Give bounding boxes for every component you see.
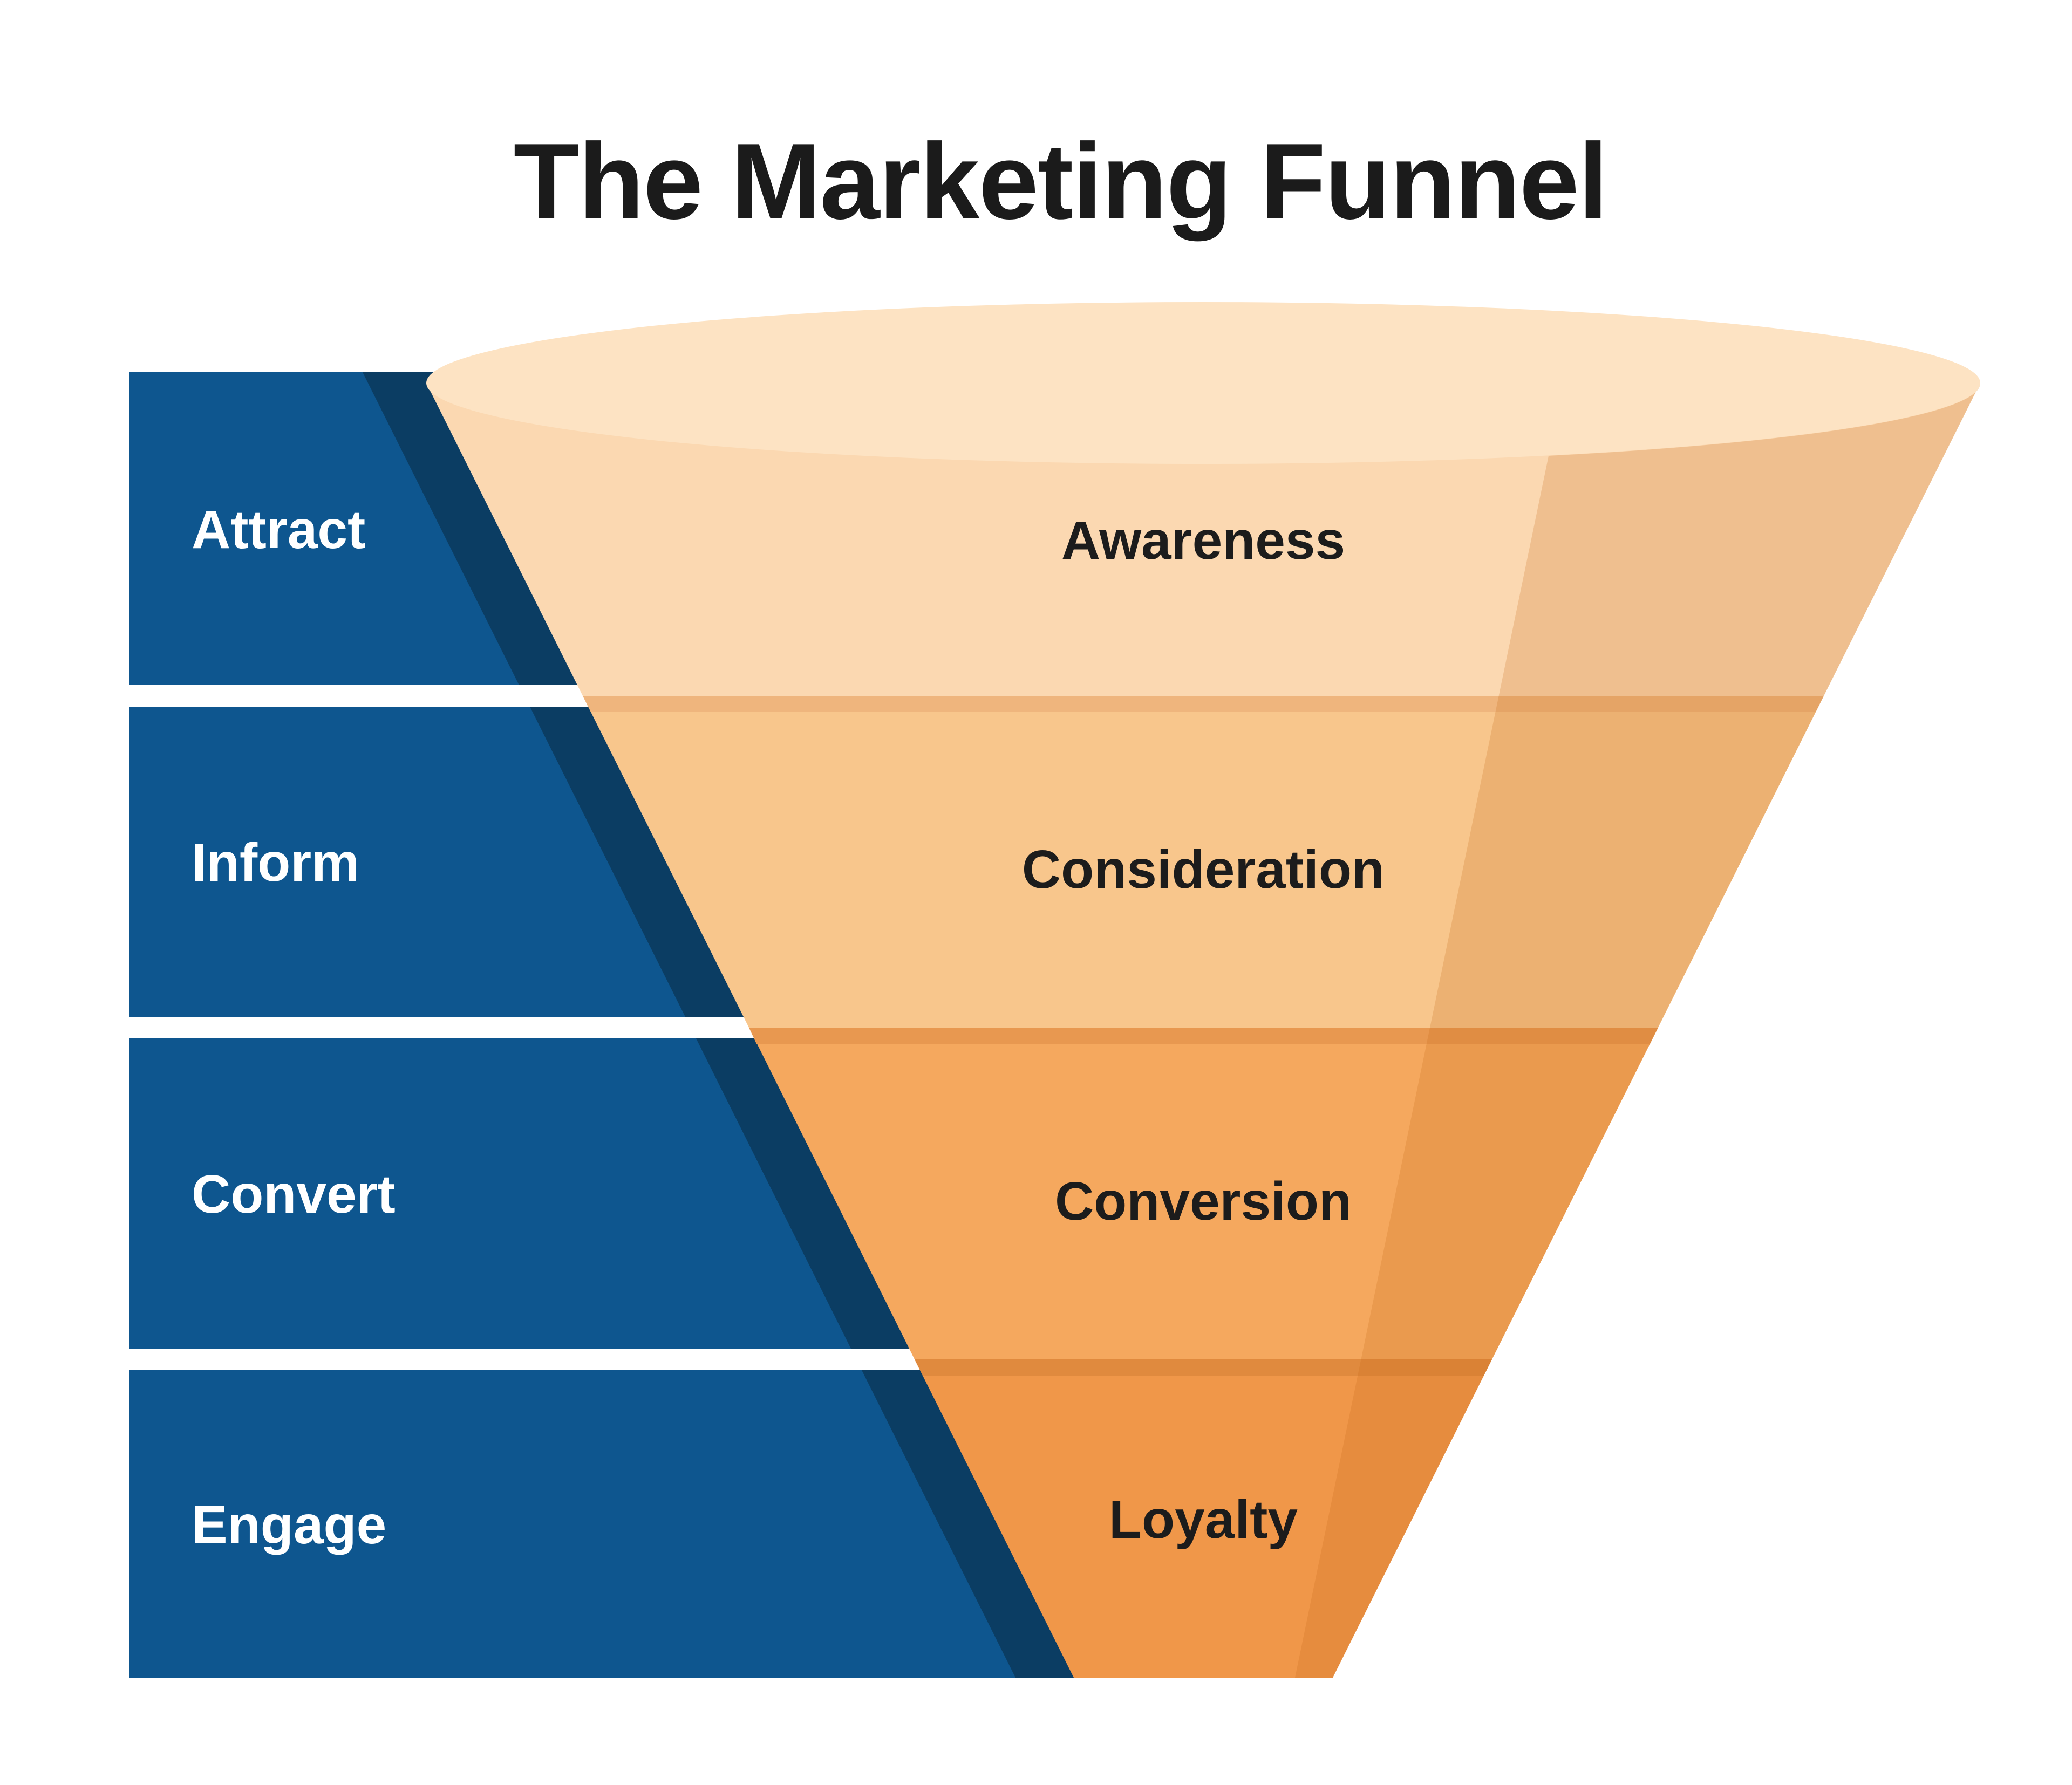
band-inform-shadow (530, 707, 757, 1017)
band-engage (130, 1370, 1087, 1678)
band-label-engage: Engage (192, 1495, 386, 1555)
funnel-side-shade (1295, 383, 1981, 1678)
band-attract (130, 372, 591, 685)
stage-labels: Awareness Consideration Conversion Loyal… (1022, 510, 1385, 1550)
stage-loyalty-face (915, 1359, 1492, 1678)
band-convert (130, 1038, 923, 1349)
band-label-convert: Convert (192, 1164, 396, 1225)
funnel (426, 302, 1981, 1678)
action-bands (130, 372, 1087, 1678)
band-convert-shadow (696, 1038, 923, 1349)
band-label-attract: Attract (192, 500, 365, 560)
stage-consideration-face (583, 696, 1824, 1028)
stage-label-conversion: Conversion (1055, 1171, 1352, 1232)
stage-label-loyalty: Loyalty (1109, 1489, 1298, 1550)
band-label-inform: Inform (192, 832, 359, 893)
stage-conversion-face (749, 1028, 1658, 1359)
stage-conversion-lip (749, 1028, 1658, 1044)
stage-loyalty-lip (915, 1359, 1492, 1376)
stage-label-consideration: Consideration (1022, 839, 1385, 900)
diagram-title: The Marketing Funnel (514, 121, 1607, 242)
stage-consideration-lip (583, 696, 1824, 712)
stage-awareness-face (426, 383, 1980, 696)
funnel-top-ellipse (426, 302, 1980, 464)
band-attract-shadow (363, 372, 591, 685)
band-labels: Attract Inform Convert Engage (192, 500, 396, 1555)
stage-label-awareness: Awareness (1061, 510, 1345, 571)
band-engage-shadow (862, 1370, 1087, 1678)
